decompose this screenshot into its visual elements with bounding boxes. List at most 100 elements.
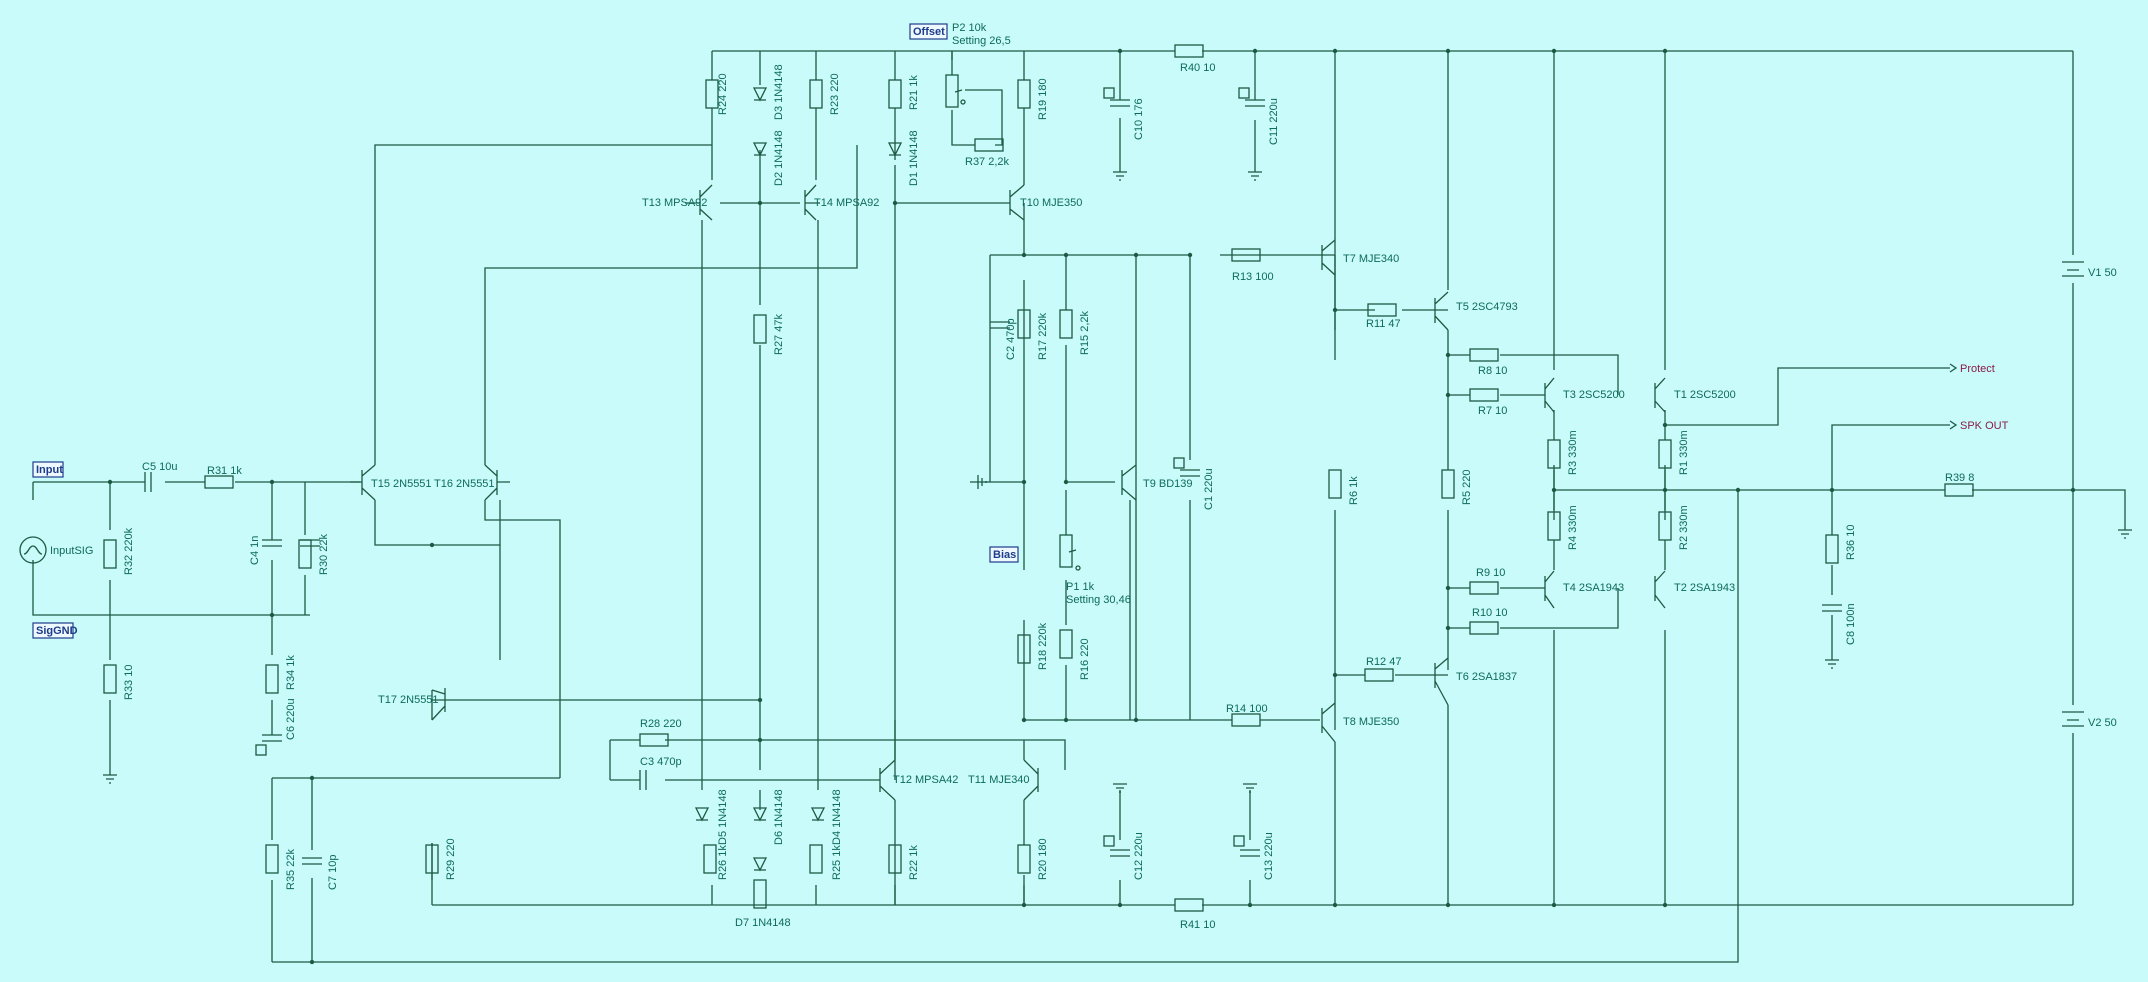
r22-label: R22 1k — [908, 845, 920, 880]
v2-label: V2 50 — [2088, 717, 2117, 729]
r26-label: R26 1k — [717, 845, 729, 880]
vertical-component-labels: R24 220 D3 1N4148 R23 220 R21 1k R19 180… — [123, 64, 1857, 890]
t6-label: T6 2SA1837 — [1456, 671, 1517, 683]
siggnd-tag: SigGND — [36, 625, 78, 637]
transistor-labels: T1 2SC5200 T2 2SA1943 T3 2SC5200 T4 2SA1… — [371, 197, 1736, 786]
p1-label: P1 1k — [1066, 581, 1095, 593]
d1-label: D1 1N4148 — [908, 130, 920, 186]
r12-label: R12 47 — [1366, 656, 1401, 668]
t16-label: T16 2N5551 — [434, 478, 495, 490]
bias-tag-box — [989, 546, 1019, 563]
r11-label: R11 47 — [1366, 318, 1401, 330]
r21-label: R21 1k — [908, 75, 920, 110]
c7-label: C7 10p — [327, 855, 339, 890]
protect-label: Protect — [1960, 363, 1995, 375]
ground-symbols — [103, 171, 2132, 793]
r17-label: R17 220k — [1037, 312, 1049, 360]
bias-tag: Bias — [993, 549, 1016, 561]
t3-label: T3 2SC5200 — [1563, 389, 1625, 401]
t12-label: T12 MPSA42 — [893, 774, 958, 786]
d4-label: D4 1N4148 — [831, 789, 843, 845]
c1-label: C1 220u — [1203, 468, 1215, 510]
t11-label: T11 MJE340 — [968, 774, 1030, 786]
c4-label: C4 1n — [249, 536, 261, 565]
r19-label: R19 180 — [1037, 78, 1049, 120]
r31-label: R31 1k — [207, 465, 242, 477]
r14-label: R14 100 — [1226, 703, 1268, 715]
t9-label: T9 BD139 — [1143, 478, 1193, 490]
t10-label: T10 MJE350 — [1020, 197, 1082, 209]
r1-label: R1 330m — [1678, 430, 1690, 475]
r16-label: R16 220 — [1079, 638, 1091, 680]
t13-label: T13 MPSA92 — [642, 197, 707, 209]
source-label: InputSIG — [50, 545, 93, 557]
transistor-symbols — [350, 184, 1666, 801]
r9-label: R9 10 — [1476, 567, 1505, 579]
wires — [32, 50, 2126, 963]
c3-label: C3 470p — [640, 756, 682, 768]
r4-label: R4 330m — [1567, 505, 1579, 550]
p2-setting: Setting 26,5 — [952, 35, 1011, 47]
c12-label: C12 220u — [1133, 832, 1145, 880]
r35-label: R35 22k — [285, 849, 297, 890]
t4-label: T4 2SA1943 — [1563, 582, 1624, 594]
r41-label: R41 10 — [1180, 919, 1215, 931]
c10-label: C10 176 — [1133, 98, 1145, 140]
c11-label: C11 220u — [1268, 98, 1280, 145]
r24-label: R24 220 — [717, 73, 729, 115]
r8-label: R8 10 — [1478, 365, 1507, 377]
c2-label: C2 470p — [1005, 318, 1017, 360]
r18-label: R18 220k — [1037, 622, 1049, 670]
junction-dots — [107, 48, 2076, 965]
r28-label: R28 220 — [640, 718, 682, 730]
r39-label: R39 8 — [1945, 472, 1974, 484]
offset-tag-box — [909, 23, 948, 40]
capacitor-symbols — [144, 87, 1842, 865]
siggnd-tag-box — [32, 622, 74, 639]
t8-label: T8 MJE350 — [1343, 716, 1399, 728]
r34-label: R34 1k — [285, 655, 297, 690]
t15-label: T15 2N5551 — [371, 478, 432, 490]
c13-label: C13 220u — [1263, 832, 1275, 880]
offset-tag: Offset — [913, 26, 945, 38]
p1-setting: Setting 30,46 — [1066, 594, 1131, 606]
r40-label: R40 10 — [1180, 62, 1215, 74]
r3-label: R3 330m — [1567, 430, 1579, 475]
r36-label: R36 10 — [1845, 525, 1857, 560]
diode-symbols — [694, 87, 903, 872]
c8-label: C8 100n — [1845, 603, 1857, 645]
c5-label: C5 10u — [142, 461, 177, 473]
d6-label: D6 1N4148 — [773, 789, 785, 845]
input-tag-box — [32, 461, 64, 478]
r32-label: R32 220k — [123, 527, 135, 575]
supply-symbols — [19, 261, 2084, 727]
r5-label: R5 220 — [1461, 470, 1473, 505]
r13-label: R13 100 — [1232, 271, 1274, 283]
r15-label: R15 2,2k — [1079, 310, 1091, 355]
resistor-symbols — [103, 44, 1974, 912]
t5-label: T5 2SC4793 — [1456, 301, 1518, 313]
r2-label: R2 330m — [1678, 505, 1690, 550]
d2-label: D2 1N4148 — [773, 130, 785, 186]
d3-label: D3 1N4148 — [773, 64, 785, 120]
d7-label: D7 1N4148 — [735, 917, 791, 929]
r20-label: R20 180 — [1037, 838, 1049, 880]
t1-label: T1 2SC5200 — [1674, 389, 1736, 401]
p2-label: P2 10k — [952, 22, 987, 34]
r29-label: R29 220 — [445, 838, 457, 880]
r37-label: R37 2,2k — [965, 156, 1010, 168]
r27-label: R27 47k — [773, 314, 785, 355]
r23-label: R23 220 — [829, 73, 841, 115]
t2-label: T2 2SA1943 — [1674, 582, 1735, 594]
r10-label: R10 10 — [1472, 607, 1507, 619]
t17-label: T17 2N5551 — [378, 694, 439, 706]
t14-label: T14 MPSA92 — [814, 197, 879, 209]
r6-label: R6 1k — [1348, 476, 1360, 505]
r25-label: R25 1k — [831, 845, 843, 880]
r7-label: R7 10 — [1478, 405, 1507, 417]
v1-label: V1 50 — [2088, 267, 2117, 279]
r30-label: R30 22k — [318, 534, 330, 575]
spk-out-label: SPK OUT — [1960, 420, 2009, 432]
r33-label: R33 10 — [123, 665, 135, 700]
